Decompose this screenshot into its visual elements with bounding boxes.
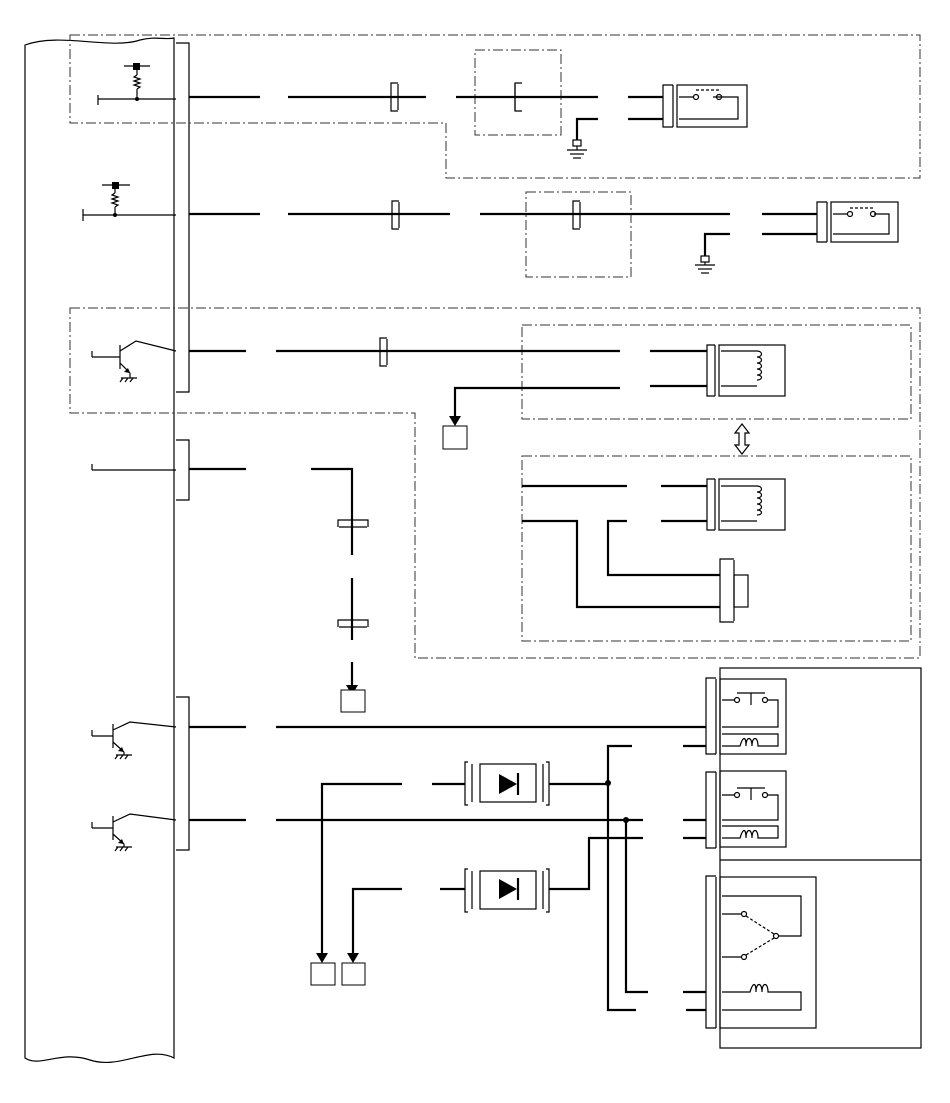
boundary-box (69, 34, 921, 659)
relay-box-outline (719, 667, 922, 1049)
reference-box (310, 962, 366, 986)
circuit-variant (522, 484, 720, 609)
switch-component (816, 201, 899, 243)
connector-component (719, 558, 749, 623)
pull-up-resistor-symbol (97, 63, 176, 105)
ecu-connector-bracket (176, 42, 190, 851)
transistor-icon (91, 721, 177, 760)
diode-component (464, 868, 550, 913)
solenoid-component (706, 344, 786, 397)
ground-icon (695, 255, 715, 274)
circuit-row-3 (189, 349, 707, 426)
relay-component (705, 677, 787, 755)
pull-up-resistor-symbol (82, 182, 176, 221)
inline-connector (390, 82, 522, 112)
solenoid-component (706, 478, 786, 531)
control-unit-body (24, 37, 175, 1063)
circuit-row-6 (189, 817, 706, 1012)
switch-component (662, 84, 748, 128)
reference-box (340, 689, 366, 713)
circuit-row-4 (91, 464, 358, 695)
ground-icon (567, 139, 587, 159)
circuit-row-1 (189, 95, 663, 140)
reference-box (442, 425, 468, 450)
circuit-row-2 (189, 212, 817, 256)
inline-connector (379, 337, 388, 367)
inline-connector (391, 200, 581, 230)
transistor-icon (91, 340, 177, 383)
diode-component (464, 761, 550, 806)
transistor-icon (91, 813, 177, 852)
relay-component (705, 770, 787, 849)
circuit-row-5 (189, 725, 706, 1012)
inline-connector (337, 519, 369, 628)
changeover-relay-component (705, 875, 817, 1029)
double-arrow-icon (733, 423, 751, 455)
